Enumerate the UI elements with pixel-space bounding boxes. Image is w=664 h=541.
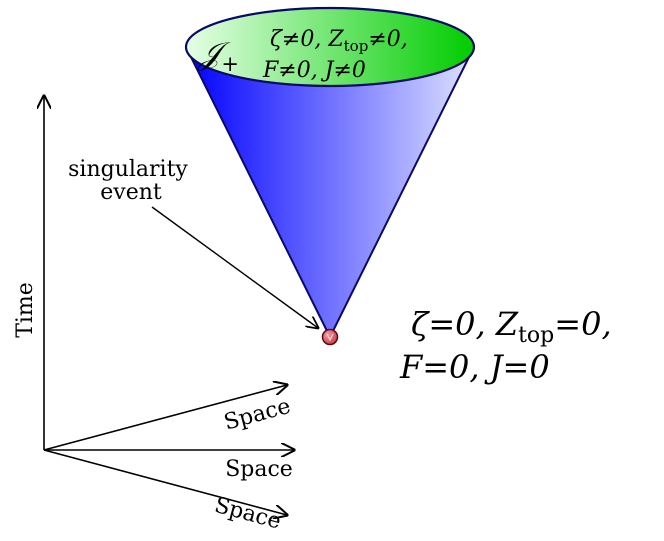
annotation-pointer xyxy=(151,206,318,328)
space-axis-upper xyxy=(43,385,287,451)
light-cone xyxy=(185,46,475,338)
cap-condition-row1: ζ≠0, Ztop≠0, xyxy=(270,27,408,55)
space-axis-label-lower: Space xyxy=(212,493,284,535)
singularity-point xyxy=(321,328,339,346)
space-axis-label-middle: Space xyxy=(225,457,293,482)
cap-condition-row2: F≠0, J≠0 xyxy=(262,58,366,83)
singularity-condition-row1: ζ=0, Ztop=0, xyxy=(411,305,612,348)
annotation-event: event xyxy=(100,180,162,205)
future-null-infinity-cap xyxy=(184,6,476,88)
singularity-condition-row2: F=0, J=0 xyxy=(399,348,550,386)
time-axis-label: Time xyxy=(13,282,38,338)
space-axis-lower xyxy=(43,449,287,515)
annotation-singularity: singularity xyxy=(68,157,188,182)
